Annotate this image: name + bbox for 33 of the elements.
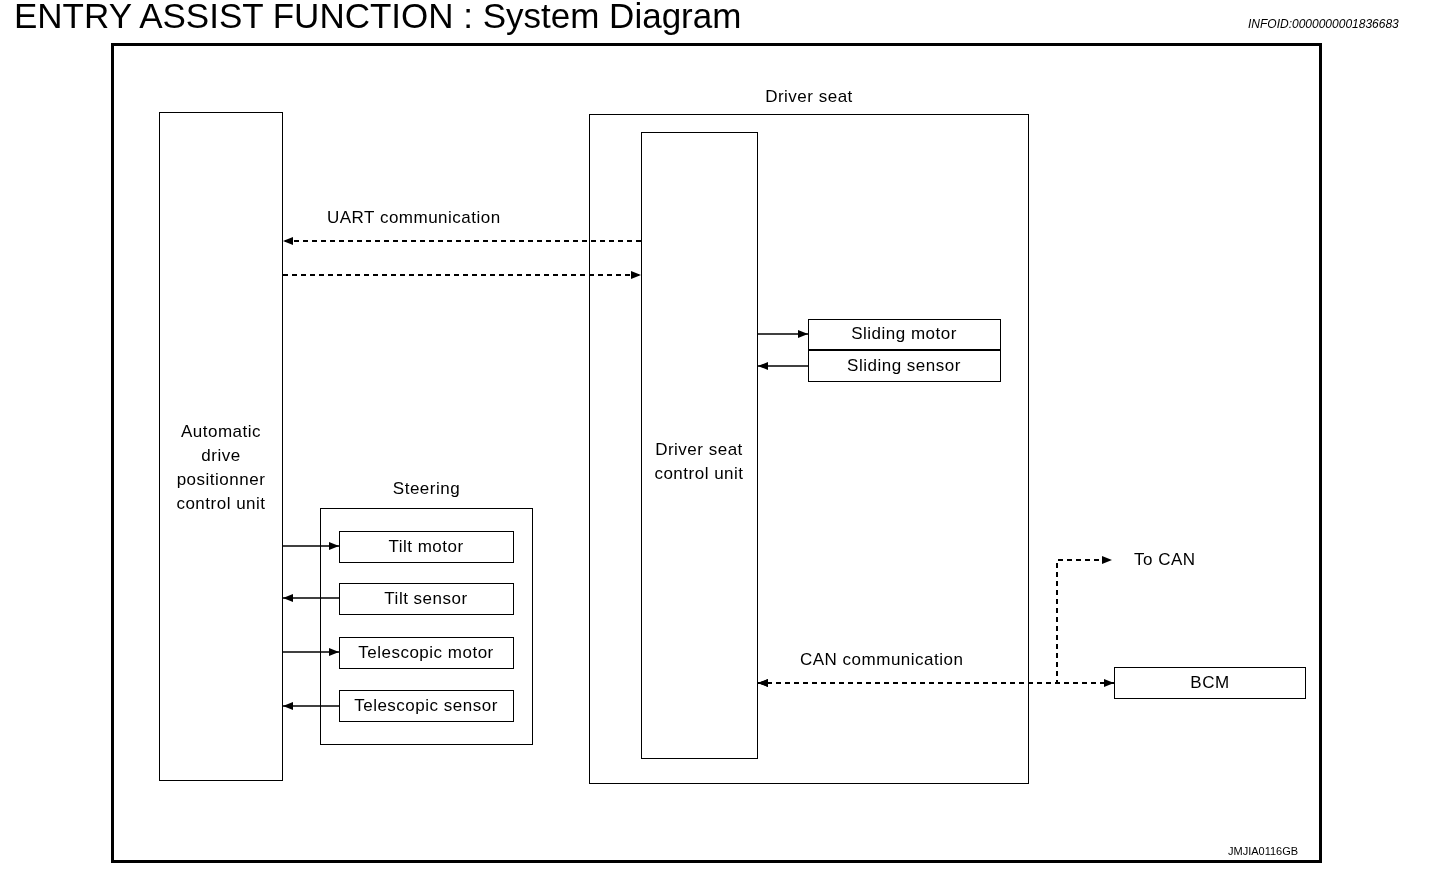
dashed-arrow (282, 271, 642, 279)
unit-box (807, 349, 1001, 382)
unit-name: Sliding sensor (846, 354, 962, 377)
unit-name: Automatic drive positionner control unit (175, 421, 267, 515)
unit-box (338, 636, 514, 669)
dashed-arrow (282, 237, 642, 245)
arrow (282, 648, 340, 656)
unit-name: Telescopic motor (357, 641, 495, 664)
group-heading: Steering (391, 478, 462, 500)
diagram-title: ENTRY ASSIST FUNCTION : System Diagram (14, 0, 742, 36)
unit-box (640, 131, 758, 759)
unit-name: Tilt motor (387, 535, 465, 558)
unit-box (807, 318, 1001, 350)
arrow (282, 542, 340, 550)
info-id: INFOID:0000000001836683 (1248, 17, 1399, 31)
arrow (757, 330, 809, 338)
unit-name: Telescopic sensor (353, 694, 499, 717)
arrow (282, 702, 340, 710)
unit-box (159, 112, 283, 781)
unit-box (338, 582, 514, 615)
unit-box (338, 689, 514, 722)
group-heading: Driver seat (764, 86, 854, 108)
arrow (757, 362, 809, 370)
unit-name: BCM (1189, 672, 1231, 694)
figure-code: JMJIA0116GB (1228, 845, 1299, 857)
unit-name: Sliding motor (850, 323, 958, 345)
unit-name: Driver seat control unit (653, 438, 745, 485)
unit-name: Tilt sensor (383, 587, 469, 610)
bus-name: To CAN (1133, 549, 1197, 571)
unit-box (338, 530, 514, 563)
arrow (282, 594, 340, 602)
dashed-arrow (757, 556, 1113, 687)
unit-box (1114, 667, 1306, 699)
